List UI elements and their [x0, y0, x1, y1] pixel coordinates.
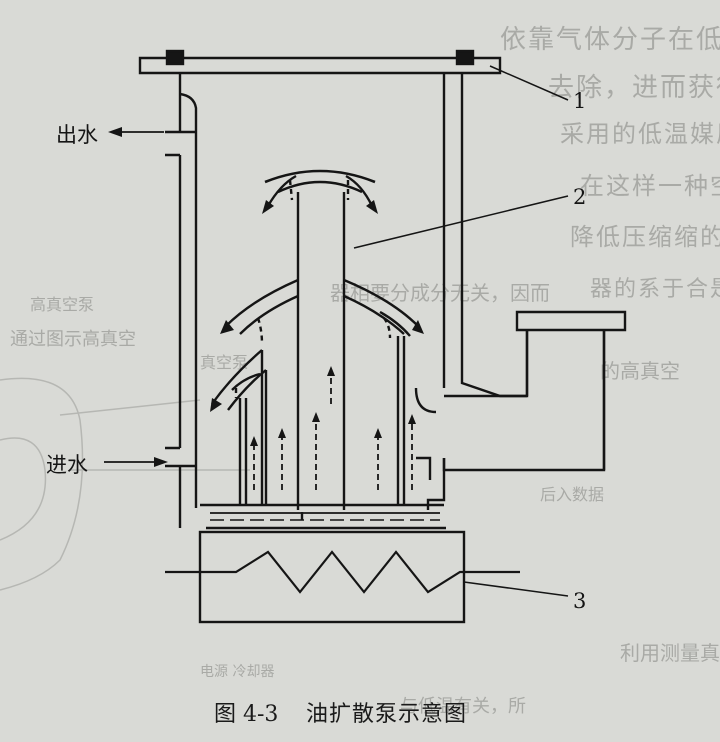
low-jet-left-cap — [231, 372, 261, 391]
bleed-line-15: 后入数据 — [540, 485, 604, 504]
callout-3-label: 3 — [573, 589, 586, 613]
water-out-label: 出水 — [56, 123, 98, 147]
callout-1-label: 1 — [573, 89, 586, 113]
seal-block-left — [165, 49, 185, 66]
third-jet-right-dash — [383, 317, 392, 339]
bleed-line-10: 高真空泵 — [30, 295, 94, 314]
upflow-head-5 — [374, 428, 382, 438]
top-jet-arrow-left — [266, 174, 297, 207]
third-jet-arrowhead-left — [210, 398, 222, 412]
second-jet-right-inner — [343, 294, 405, 335]
top-jet-arrowhead-right — [366, 200, 378, 214]
top-jet-cap — [264, 169, 376, 184]
second-jet-right-cap — [343, 278, 419, 327]
water-in-label: 进水 — [46, 453, 88, 477]
upflow-head-6 — [408, 414, 416, 424]
water-out-arrowhead — [108, 127, 122, 137]
foreline-duct — [442, 330, 606, 472]
bleed-line-4: 在这样一种空间内排气的，所列为利用 — [580, 172, 720, 200]
bleed-line-5: 降低压缩缩的下降吸附效文际正使用下液 — [570, 223, 720, 251]
bleed-through-layer: 依靠气体分子在低温条件下自发凝结或 去除，进而获得高真空的装置称为低温吸 采用的… — [0, 25, 720, 717]
outer-wall-right — [460, 73, 529, 398]
boiler-box — [198, 530, 466, 624]
top-jet-arrow-right — [345, 174, 374, 207]
third-jet-right-cap — [379, 310, 411, 337]
leader-1 — [489, 65, 569, 101]
bleed-line-14: 利用测量真空中的体积 — [620, 641, 720, 665]
right-hook-deflector — [414, 387, 437, 414]
water-outlet-pipe — [165, 130, 196, 157]
bleed-line-6: 器的系于合是目的，排入排油的入度直接 — [590, 277, 720, 302]
bleed-line-3: 采用的低温媒质，吸附物质的不同有关，凝 — [560, 120, 720, 148]
third-jet-left-dash — [256, 317, 264, 345]
bleed-line-1: 依靠气体分子在低温条件下自发凝结或 — [500, 25, 720, 55]
leader-2 — [353, 195, 569, 249]
figure-title: 油扩散泵示意图 — [306, 702, 467, 727]
outer-wall-left-bevel — [179, 92, 198, 132]
figure-number: 图 4-3 — [214, 702, 278, 727]
third-jet-left-cap — [211, 349, 263, 405]
bleed-line-13: 电源 冷却器 — [200, 664, 274, 680]
bleed-line-12: 与低温有关，所 — [400, 696, 526, 717]
bleed-line-11: 的高真空 — [600, 359, 680, 383]
top-cover-plate — [138, 56, 502, 75]
upflow-head-3 — [312, 412, 320, 422]
top-jet-cap-inner — [277, 180, 363, 194]
second-jet-arrowhead-right — [412, 320, 424, 334]
top-jet-arrowhead-left — [262, 200, 274, 214]
right-lower-bracket — [416, 456, 432, 480]
bleed-line-8: 通过图示高真空 — [10, 329, 136, 350]
upflow-head-1 — [250, 436, 258, 446]
heater-coil — [165, 550, 520, 594]
second-jet-left-inner — [239, 294, 299, 335]
flow-dash-top-left — [288, 179, 294, 201]
upflow-head-4 — [327, 366, 335, 376]
second-jet-arrowhead-left — [220, 320, 234, 334]
callout-2-label: 2 — [573, 185, 586, 209]
water-in-arrowhead — [154, 457, 168, 467]
foreline-flange — [515, 310, 627, 332]
leader-3 — [463, 581, 569, 597]
figure-caption: 图 4-3 油扩散泵示意图 — [214, 702, 467, 727]
seal-block-right — [455, 49, 475, 66]
upflow-head-2 — [278, 428, 286, 438]
upflow-arrowheads — [250, 366, 416, 446]
bleed-line-7: 器相要分成分无关，因而 — [330, 281, 550, 305]
pump-body — [104, 49, 627, 624]
second-jet-left-cap — [225, 278, 299, 327]
bleed-line-2: 去除，进而获得高真空的装置称为低温吸 — [548, 73, 720, 103]
upflow-arrows — [253, 372, 413, 490]
bleed-line-9: 真空泵 — [200, 353, 248, 372]
water-inlet-pipe — [165, 446, 196, 468]
